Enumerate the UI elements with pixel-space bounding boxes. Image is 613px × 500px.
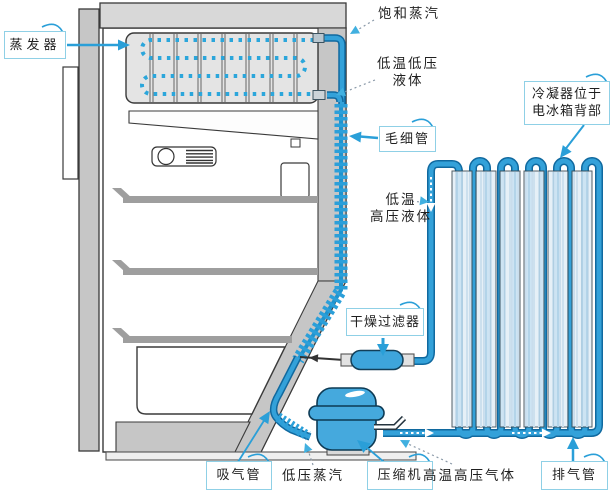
compressor-text: 压缩机 bbox=[377, 467, 423, 483]
suction-pipe-ribbed bbox=[275, 412, 311, 441]
compressor-highlight bbox=[345, 390, 365, 398]
filter-body bbox=[350, 349, 404, 371]
exhaust-pipe-text: 排气管 bbox=[551, 467, 597, 483]
interior-fittings bbox=[112, 110, 319, 415]
pipe-fitting-bottom bbox=[312, 90, 326, 100]
ht-hp-gas-text: 高温高压气体 bbox=[423, 468, 516, 483]
wall-box bbox=[280, 162, 310, 199]
saturated-vapor-label: 饱和蒸汽 bbox=[374, 6, 444, 23]
condenser-fins bbox=[451, 170, 593, 428]
condenser-line2: 电冰箱背部 bbox=[531, 103, 602, 118]
freezer-evaporator bbox=[125, 32, 319, 104]
capillary-flow-arrow bbox=[309, 354, 319, 363]
tray-tab bbox=[290, 138, 301, 148]
evaporator-label: 蒸发器 bbox=[4, 31, 66, 59]
evaporator-label-text: 蒸发器 bbox=[9, 36, 61, 52]
ltlp-line2: 液体 bbox=[392, 72, 424, 88]
high-temp-high-pressure-gas-label: 高温高压气体 bbox=[423, 468, 516, 485]
capillary-tube-text: 毛细管 bbox=[384, 130, 430, 146]
freezer-dividers bbox=[149, 34, 298, 102]
cabinet-top bbox=[99, 2, 347, 29]
condenser-arrow bbox=[560, 145, 572, 158]
shelves bbox=[112, 188, 318, 343]
capillary-coil-rings bbox=[292, 104, 348, 364]
exhaust-arrow bbox=[567, 437, 579, 449]
condenser-line1: 冷凝器位于 bbox=[531, 86, 602, 102]
crisper-drawer bbox=[136, 346, 287, 415]
base-plate bbox=[105, 451, 417, 461]
condenser-location-label: 冷凝器位于 电冰箱背部 bbox=[524, 81, 610, 125]
suction-pipe-label: 吸气管 bbox=[206, 461, 272, 490]
drying-filter-text: 干燥过滤器 bbox=[349, 313, 420, 329]
saturated-vapor-text: 饱和蒸汽 bbox=[378, 6, 440, 21]
capillary-tube-label: 毛细管 bbox=[379, 126, 436, 152]
fridge-door bbox=[78, 8, 100, 452]
ltlp-line1: 低温低压 bbox=[377, 56, 439, 71]
lthp-line2: 高压液体 bbox=[370, 208, 432, 224]
low-pressure-vapor-label: 低压蒸汽 bbox=[282, 468, 344, 485]
evaporator-arrow bbox=[118, 39, 130, 51]
annotation-arrows bbox=[41, 19, 609, 466]
filter-connector-right bbox=[401, 353, 415, 367]
compressor-arrow bbox=[357, 440, 371, 453]
drip-tray bbox=[128, 110, 319, 140]
suction-arrow bbox=[258, 411, 270, 425]
label-swooshes bbox=[41, 23, 609, 466]
lamp-bulb bbox=[157, 147, 175, 166]
flow-markers bbox=[400, 177, 551, 438]
compressor-label: 压缩机 bbox=[367, 461, 433, 490]
exhaust-pipe-label: 排气管 bbox=[541, 461, 608, 490]
low-temp-low-pressure-liquid-label: 低温低压 液体 bbox=[375, 56, 441, 90]
lamp-grille bbox=[186, 149, 213, 164]
drier-filter bbox=[299, 349, 415, 371]
filter-arrow bbox=[377, 344, 389, 356]
lthp-line1: 低温 bbox=[385, 192, 417, 207]
capillary-arrow bbox=[349, 131, 362, 143]
low-pressure-vapor-text: 低压蒸汽 bbox=[282, 468, 344, 483]
door-shelf bbox=[62, 66, 79, 180]
evaporator-coil-dotted bbox=[140, 38, 314, 96]
bottom-compartment bbox=[115, 421, 251, 453]
suction-pipe-text: 吸气管 bbox=[216, 467, 262, 483]
low-temp-high-pressure-liquid-label: 低温 高压液体 bbox=[363, 192, 439, 226]
condenser-pipe bbox=[383, 157, 603, 439]
drying-filter-label: 干燥过滤器 bbox=[346, 308, 424, 336]
process-tube bbox=[374, 416, 406, 429]
pipe-fitting-top bbox=[312, 33, 325, 43]
suction-and-capillary bbox=[269, 33, 348, 441]
capillary-thin-line bbox=[299, 356, 345, 361]
compressor-unit bbox=[308, 387, 407, 456]
compressor-band bbox=[308, 405, 385, 421]
leader-tips bbox=[304, 25, 429, 454]
